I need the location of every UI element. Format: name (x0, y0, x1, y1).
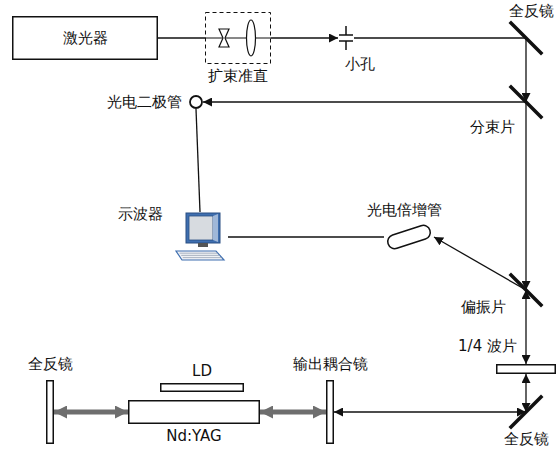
component-label: 分束片 (469, 119, 516, 136)
component-label: Nd:YAG (165, 428, 222, 445)
quarter-wave-plate: 1/4 波片 (496, 364, 556, 374)
component-label: 偏振片 (460, 299, 507, 316)
beam-splitter-outline (511, 87, 541, 117)
beam-or-wire (196, 109, 200, 212)
beam-expander: 扩束准直 (205, 12, 271, 64)
component-label: 小孔 (344, 56, 376, 73)
component-label: 扩束准直 (207, 68, 269, 85)
polarizer-plate-outline (511, 275, 541, 305)
pinhole-symbol-outline (338, 26, 354, 50)
beam-splitter: 分束片 (511, 87, 541, 117)
component-label: LD (191, 363, 213, 380)
beam-or-wire (354, 37, 526, 38)
beam-or-wire (228, 236, 384, 237)
mirror-symbol-outline (511, 23, 541, 53)
beam-or-wire (525, 38, 526, 102)
beam-or-wire (525, 102, 526, 290)
oscilloscope-icon-outline (172, 212, 228, 262)
beam-expander-outline (205, 12, 271, 64)
laser-rod-outline (128, 400, 260, 424)
beam-or-wire (525, 290, 526, 364)
photomultiplier-tube: 光电倍增管 (384, 226, 434, 248)
pinhole-symbol: 小孔 (338, 26, 354, 50)
laser-diode-bar: LD (160, 383, 244, 392)
laser-diode-bar-outline (160, 383, 244, 392)
quarter-wave-plate-outline (496, 364, 556, 374)
component-label: 输出耦合镜 (292, 356, 369, 373)
output-coupler: 输出耦合镜 (326, 380, 334, 444)
mirror-symbol-outline (511, 397, 541, 427)
oscilloscope-icon: 示波器 (172, 212, 228, 262)
component-label: 光电二极管 (106, 94, 183, 111)
component-label: 示波器 (117, 206, 164, 223)
mirror-plate-outline (46, 380, 54, 444)
beam-or-wire (271, 37, 338, 38)
beam-or-wire (334, 411, 526, 412)
component-label: 全反镜 (27, 356, 74, 373)
mirror-symbol: 全反镜 (511, 397, 541, 427)
polarizer-plate: 偏振片 (511, 275, 541, 305)
component-label: 1/4 波片 (457, 338, 518, 355)
mirror-plate: 全反镜 (46, 380, 54, 444)
beam-or-wire (158, 37, 205, 38)
photodiode-symbol: 光电二极管 (189, 95, 203, 109)
laser-beam (54, 410, 128, 415)
beam-or-wire (434, 237, 526, 290)
photomultiplier-tube-outline (384, 226, 434, 248)
mirror-symbol: 全反镜 (511, 23, 541, 53)
component-label: 全反镜 (503, 431, 550, 448)
component-label: 全反镜 (508, 3, 555, 20)
laser-beam (260, 410, 326, 415)
box-label: 激光器 (62, 30, 109, 47)
output-coupler-outline (326, 380, 334, 444)
component-label: 光电倍增管 (366, 202, 443, 219)
photodiode-symbol-outline (189, 95, 203, 109)
beam-or-wire (203, 101, 526, 102)
laser-box: 激光器 (12, 16, 158, 60)
beam-or-wire (525, 374, 526, 412)
laser-rod: Nd:YAG (128, 400, 260, 424)
